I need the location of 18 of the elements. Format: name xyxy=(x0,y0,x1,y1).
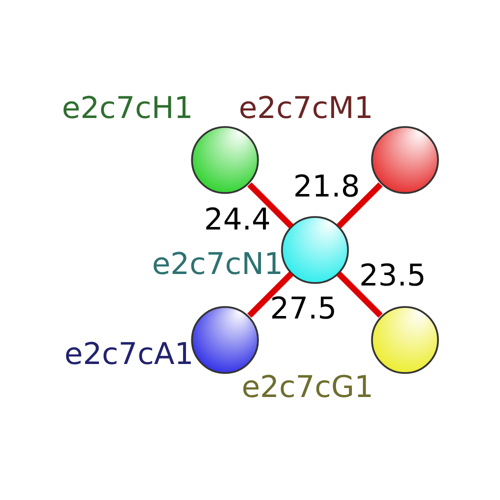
node-circle xyxy=(280,216,348,284)
edge-label: 23.5 xyxy=(358,258,426,294)
node-label: e2c7cG1 xyxy=(241,370,373,405)
node-circle xyxy=(370,306,438,374)
edge-label: 27.5 xyxy=(269,292,336,327)
node-circle xyxy=(190,126,258,194)
node-label: e2c7cN1 xyxy=(151,247,283,282)
edge-label: 21.8 xyxy=(292,169,360,204)
connector xyxy=(336,182,382,228)
connector xyxy=(246,182,293,228)
node-label: e2c7cA1 xyxy=(64,337,194,372)
node-circle xyxy=(370,126,438,194)
node-circle xyxy=(190,306,258,374)
node-label: e2c7cH1 xyxy=(61,90,193,126)
connector xyxy=(246,272,293,318)
node-label: e2c7cM1 xyxy=(238,90,373,126)
edge-label: 24.4 xyxy=(203,202,270,238)
connector xyxy=(336,272,382,318)
